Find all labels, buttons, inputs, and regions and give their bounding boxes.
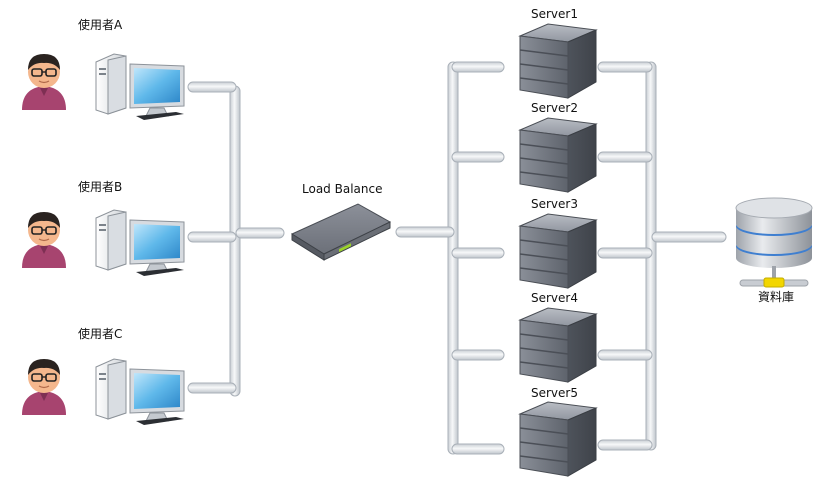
server5-label: Server5 <box>531 386 578 400</box>
database-icon <box>735 197 813 288</box>
computer-icon <box>95 358 185 425</box>
server2-left-pipe <box>451 151 505 163</box>
computer-icon <box>95 53 185 120</box>
server3-left-pipe <box>451 247 505 259</box>
status-led <box>339 243 351 253</box>
load-balancer-label: Load Balance <box>302 182 383 196</box>
server1-icon <box>518 23 598 99</box>
user-c-link-pipe <box>187 382 237 394</box>
user-b-link-pipe <box>187 231 237 243</box>
server1-label: Server1 <box>531 7 578 21</box>
server3-icon <box>518 213 598 289</box>
computer-icon <box>95 209 185 276</box>
connector-plug <box>763 277 785 288</box>
server5-right-pipe <box>597 439 653 451</box>
bus-to-lb-pipe <box>235 227 285 239</box>
server1-right-pipe <box>597 61 653 73</box>
lb-to-server-bus-pipe <box>395 226 455 238</box>
person-icon <box>22 212 66 268</box>
server5-icon <box>518 401 598 477</box>
user-a-label: 使用者A <box>78 18 123 32</box>
server2-icon <box>518 117 598 193</box>
server4-right-pipe <box>597 349 653 361</box>
network-pipes <box>187 61 727 455</box>
server5-left-pipe <box>451 443 505 455</box>
bus-to-db-pipe <box>651 231 727 243</box>
load-balancer-device-icon <box>290 203 392 261</box>
server3-right-pipe <box>597 247 653 259</box>
server2-label: Server2 <box>531 101 578 115</box>
user-c-label: 使用者C <box>78 327 123 341</box>
person-icon <box>22 54 66 110</box>
server2-right-pipe <box>597 151 653 163</box>
user-c-node <box>22 358 185 425</box>
user-a-link-pipe <box>187 81 237 93</box>
server4-left-pipe <box>451 349 505 361</box>
user-b-node <box>22 209 185 276</box>
database-label: 資料庫 <box>758 290 795 304</box>
user-a-node <box>22 53 185 120</box>
server3-label: Server3 <box>531 197 578 211</box>
server4-label: Server4 <box>531 291 578 305</box>
user-b-label: 使用者B <box>78 180 123 194</box>
person-icon <box>22 359 66 415</box>
server1-left-pipe <box>451 61 505 73</box>
server4-icon <box>518 307 598 383</box>
